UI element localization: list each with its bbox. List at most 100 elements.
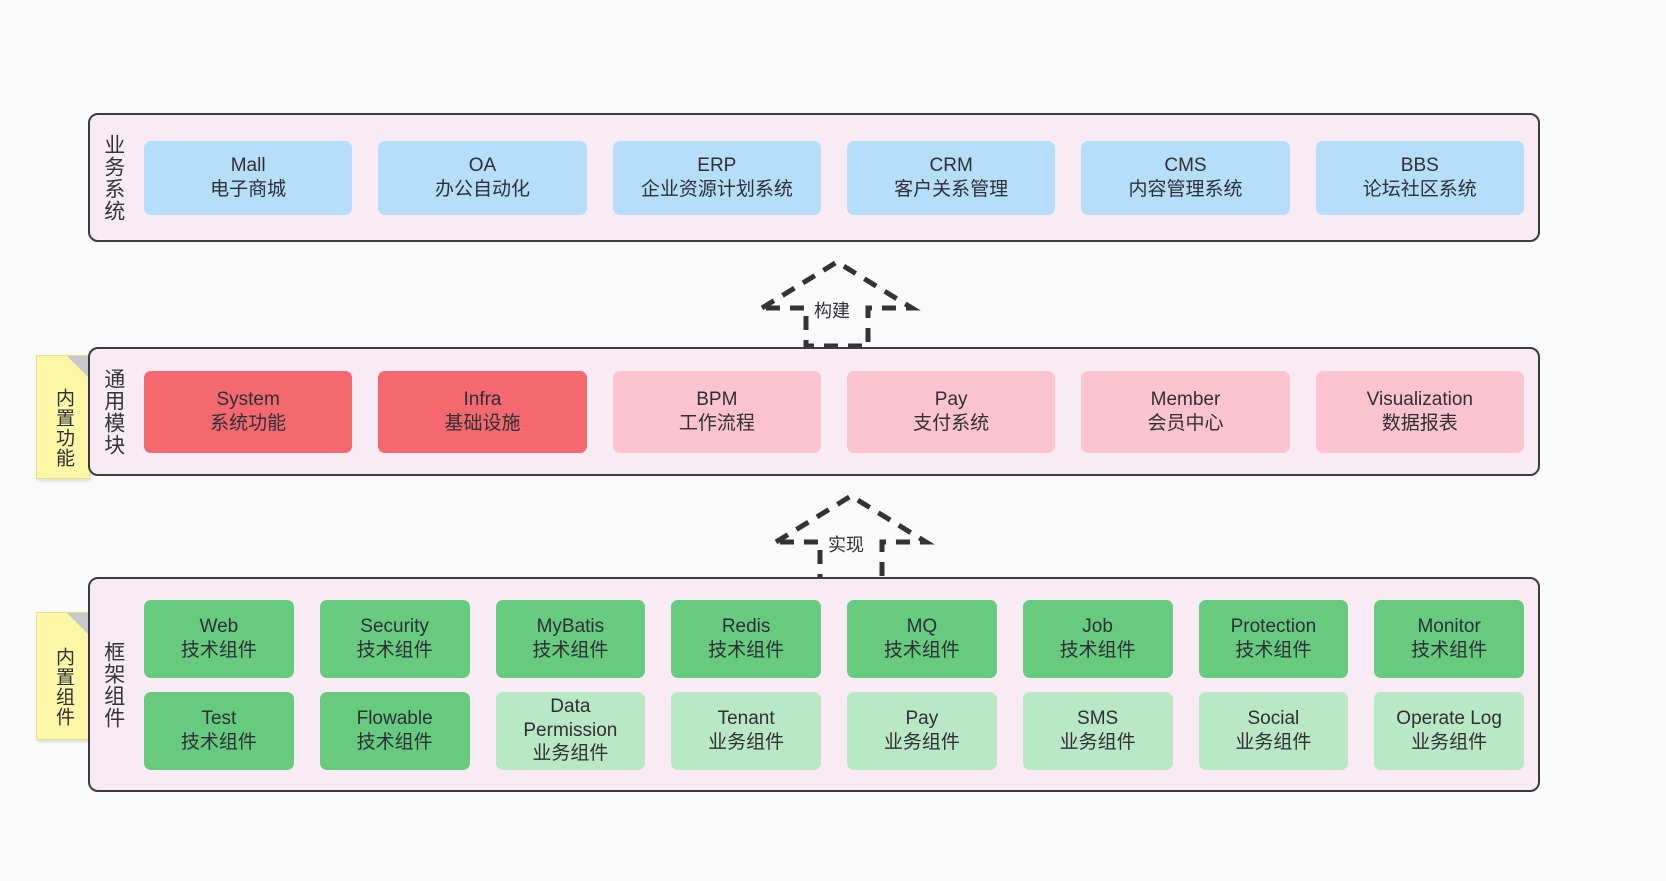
layer-common-modules: 通用模块 System 系统功能 Infra 基础设施 BPM 工作流程 Pay… — [88, 347, 1540, 476]
connector-arrow-implement: 实现 — [767, 492, 935, 583]
card-desc: 业务组件 — [1411, 731, 1488, 753]
framework-card-data-permission[interactable]: Data Permission 业务组件 — [495, 691, 646, 770]
sticky-label: 内置功能 — [53, 388, 75, 468]
card-desc: 工作流程 — [678, 412, 755, 434]
framework-card-pay[interactable]: Pay 业务组件 — [847, 691, 997, 770]
card-desc: 办公自动化 — [434, 178, 530, 200]
layer-title-business: 业务系统 — [101, 133, 125, 222]
sticky-note-builtin-components: 内置组件 — [36, 612, 90, 740]
framework-card-mq[interactable]: MQ 技术组件 — [847, 599, 997, 678]
fold-corner-icon — [67, 613, 89, 635]
layer-body-framework: Web 技术组件 Security 技术组件 MyBatis 技术组件 Redi… — [136, 579, 1538, 790]
card-name: Mall — [230, 154, 266, 176]
layer-body-business: Mall 电子商城 OA 办公自动化 ERP 企业资源计划系统 CRM 客户关系… — [136, 115, 1538, 240]
card-name: Web — [199, 615, 239, 637]
card-desc: 技术组件 — [532, 639, 609, 661]
card-name: Visualization — [1366, 388, 1473, 410]
card-name: Social — [1247, 707, 1300, 729]
card-name: BBS — [1400, 154, 1439, 176]
framework-card-redis[interactable]: Redis 技术组件 — [671, 599, 821, 678]
card-name: OA — [468, 154, 497, 176]
sticky-label: 内置组件 — [53, 647, 75, 727]
common-card-infra[interactable]: Infra 基础设施 — [378, 370, 587, 453]
framework-card-monitor[interactable]: Monitor 技术组件 — [1374, 599, 1524, 678]
card-desc: 支付系统 — [913, 412, 990, 434]
fold-corner-icon — [67, 356, 89, 378]
card-desc: 会员中心 — [1147, 412, 1224, 434]
card-desc: 论坛社区系统 — [1362, 178, 1477, 200]
common-row: System 系统功能 Infra 基础设施 BPM 工作流程 Pay 支付系统… — [144, 370, 1524, 453]
card-name: Operate Log — [1396, 707, 1502, 729]
framework-card-tenant[interactable]: Tenant 业务组件 — [671, 691, 821, 770]
framework-card-social[interactable]: Social 业务组件 — [1198, 691, 1349, 770]
card-desc: 技术组件 — [883, 639, 960, 661]
framework-card-test[interactable]: Test 技术组件 — [144, 691, 294, 770]
business-card-bbs[interactable]: BBS 论坛社区系统 — [1315, 140, 1524, 215]
connector-label-implement: 实现 — [828, 535, 864, 555]
card-desc: 业务组件 — [1235, 731, 1312, 753]
framework-card-job[interactable]: Job 技术组件 — [1022, 599, 1173, 678]
card-desc: 业务组件 — [708, 731, 785, 753]
framework-card-security[interactable]: Security 技术组件 — [319, 599, 470, 678]
card-name: CMS — [1164, 154, 1207, 176]
card-name: BPM — [696, 388, 738, 410]
common-card-pay[interactable]: Pay 支付系统 — [846, 370, 1056, 453]
card-name: System — [216, 388, 280, 410]
card-desc: 技术组件 — [356, 731, 433, 753]
card-desc: 客户关系管理 — [894, 178, 1009, 200]
framework-card-operate-log[interactable]: Operate Log 业务组件 — [1374, 691, 1524, 770]
card-name: Monitor — [1417, 615, 1481, 637]
business-card-oa[interactable]: OA 办公自动化 — [378, 140, 587, 215]
card-name: Pay — [934, 388, 968, 410]
card-desc: 技术组件 — [1059, 639, 1136, 661]
common-card-member[interactable]: Member 会员中心 — [1081, 370, 1290, 453]
card-desc: 业务组件 — [532, 743, 609, 765]
business-card-cms[interactable]: CMS 内容管理系统 — [1081, 140, 1290, 215]
framework-card-sms[interactable]: SMS 业务组件 — [1022, 691, 1173, 770]
card-name: Flowable — [356, 707, 433, 729]
card-name: Job — [1082, 615, 1113, 637]
card-name: Security — [360, 615, 429, 637]
card-name: Tenant — [717, 707, 775, 729]
card-desc: 企业资源计划系统 — [640, 178, 793, 200]
connector-label-build: 构建 — [814, 301, 850, 321]
connector-arrow-build: 构建 — [753, 258, 921, 349]
arrow-outline — [767, 493, 935, 583]
card-name: ERP — [697, 154, 737, 176]
card-desc: 业务组件 — [1059, 731, 1136, 753]
card-desc: 业务组件 — [883, 731, 960, 753]
sticky-note-builtin-features: 内置功能 — [36, 355, 90, 479]
card-name: Data Permission — [523, 696, 618, 741]
card-name: Protection — [1230, 615, 1317, 637]
business-card-erp[interactable]: ERP 企业资源计划系统 — [612, 140, 821, 215]
business-card-crm[interactable]: CRM 客户关系管理 — [846, 140, 1056, 215]
card-name: Pay — [905, 707, 939, 729]
card-name: MQ — [906, 615, 938, 637]
layer-title-common: 通用模块 — [101, 367, 125, 456]
layer-title-framework: 框架组件 — [101, 640, 125, 729]
card-name: SMS — [1077, 707, 1119, 729]
common-card-system[interactable]: System 系统功能 — [144, 370, 353, 453]
card-name: CRM — [929, 154, 973, 176]
card-desc: 基础设施 — [444, 412, 521, 434]
framework-card-protection[interactable]: Protection 技术组件 — [1198, 599, 1349, 678]
common-card-bpm[interactable]: BPM 工作流程 — [612, 370, 821, 453]
framework-card-web[interactable]: Web 技术组件 — [144, 599, 294, 678]
framework-card-mybatis[interactable]: MyBatis 技术组件 — [495, 599, 646, 678]
business-card-mall[interactable]: Mall 电子商城 — [144, 140, 353, 215]
card-desc: 内容管理系统 — [1128, 178, 1243, 200]
card-desc: 技术组件 — [180, 731, 257, 753]
card-desc: 技术组件 — [356, 639, 433, 661]
card-name: Member — [1150, 388, 1221, 410]
common-card-visualization[interactable]: Visualization 数据报表 — [1315, 370, 1524, 453]
card-desc: 技术组件 — [1411, 639, 1488, 661]
layer-business-systems: 业务系统 Mall 电子商城 OA 办公自动化 ERP 企业资源计划系统 CRM… — [88, 113, 1540, 242]
card-name: Test — [201, 707, 237, 729]
framework-row-business: Test 技术组件 Flowable 技术组件 Data Permission … — [144, 691, 1524, 770]
card-desc: 技术组件 — [1235, 639, 1312, 661]
framework-card-flowable[interactable]: Flowable 技术组件 — [319, 691, 470, 770]
layer-framework-components: 框架组件 Web 技术组件 Security 技术组件 MyBatis 技术组件… — [88, 577, 1540, 792]
card-name: MyBatis — [536, 615, 605, 637]
card-desc: 技术组件 — [180, 639, 257, 661]
